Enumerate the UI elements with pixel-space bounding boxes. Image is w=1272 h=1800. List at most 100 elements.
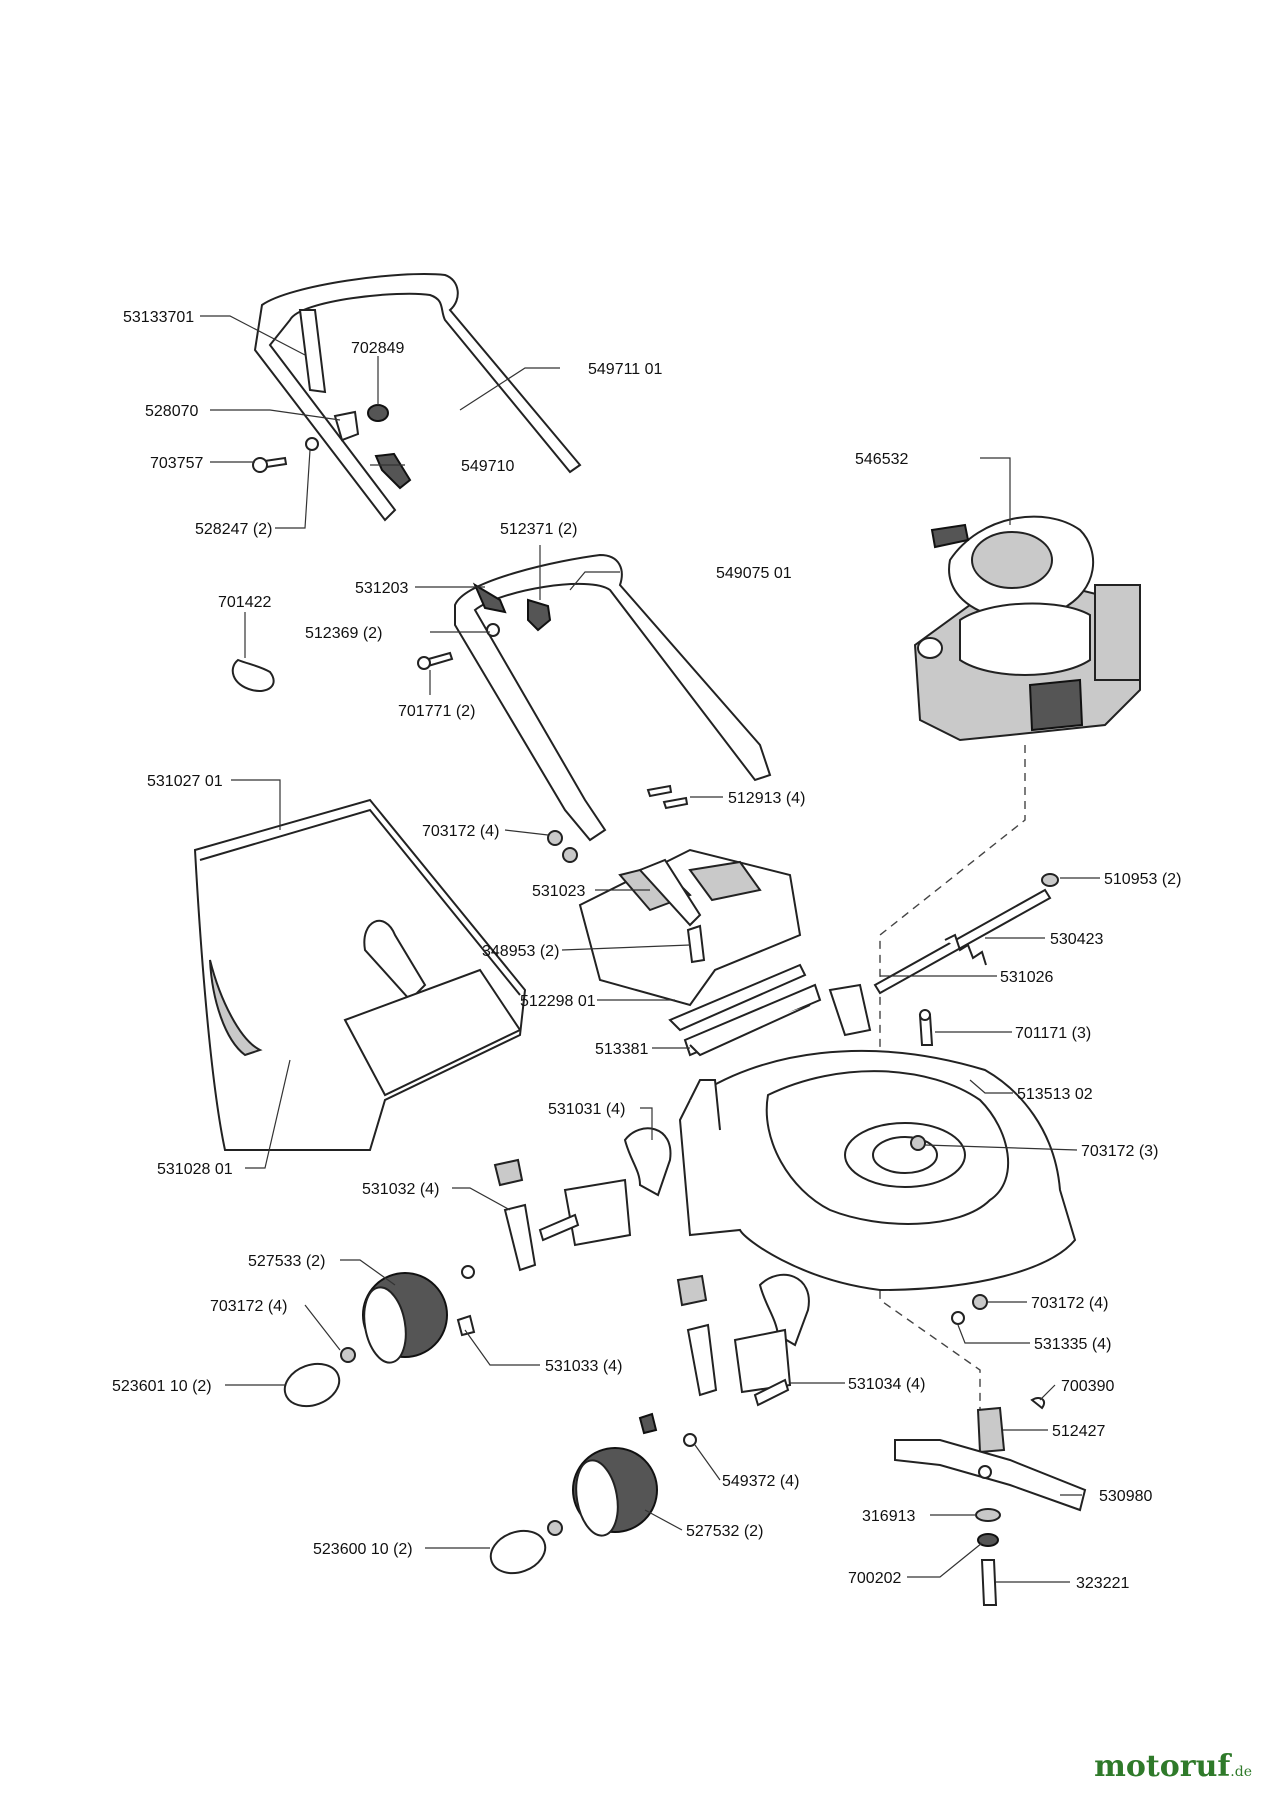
callout-axle-531034: 531034 (4)	[848, 1376, 925, 1393]
nut-703172-d-part	[972, 1294, 988, 1310]
callout-bolt-531033: 531033 (4)	[545, 1358, 622, 1375]
callout-rod-512298: 512298 01	[520, 993, 596, 1010]
callout-wheel-527533: 527533 (2)	[248, 1253, 325, 1270]
bolt-512913-part	[646, 784, 689, 810]
nut-703172-c-part	[340, 1347, 356, 1363]
callout-washer-528247: 528247 (2)	[195, 521, 272, 538]
callout-handle-upper: 53133701	[123, 309, 194, 326]
callout-bushing: 510953 (2)	[1104, 871, 1181, 888]
callout-hubcap-523601: 523601 10 (2)	[112, 1378, 212, 1395]
bar-513381-part	[683, 983, 822, 1057]
adapter-512427-part	[976, 1406, 1006, 1454]
axle-531026-part	[873, 888, 1052, 995]
hubcap-523600-part	[489, 1529, 547, 1575]
callout-axle-531026: 531026	[1000, 969, 1053, 986]
cable-clip-part	[374, 452, 412, 490]
callout-bracket: 528070	[145, 403, 198, 420]
callout-wire-clip-512371: 512371 (2)	[500, 521, 577, 538]
lever-531031-part	[623, 1127, 672, 1197]
washer-700202-part	[977, 1533, 999, 1547]
callout-adapter-512427: 512427	[1052, 1423, 1105, 1440]
callout-handle-side: 549711 01	[588, 361, 663, 378]
wheel-527532-part	[572, 1447, 658, 1537]
wire-clip-512371-part	[527, 598, 552, 632]
leader-lines	[200, 315, 1100, 1583]
washer-front-part	[461, 1265, 475, 1279]
callout-washer-512369: 512369 (2)	[305, 625, 382, 642]
callout-handle-knob: 702849	[351, 340, 404, 357]
callout-lever-531031: 531031 (4)	[548, 1101, 625, 1118]
callout-bolt-531203: 531203	[355, 580, 408, 597]
callout-bolt-701171: 701171 (3)	[1015, 1025, 1091, 1042]
brand-name: motoruf	[1094, 1749, 1231, 1784]
deck-part	[678, 983, 1077, 1292]
callout-nut-703172-c: 703172 (4)	[210, 1298, 287, 1315]
callout-labels: 53133701 702849 549711 01 528070 703757 …	[112, 309, 1181, 1592]
knob-part	[367, 404, 389, 422]
rear-clip-part	[676, 1274, 718, 1397]
callout-deck: 513513 02	[1017, 1086, 1093, 1103]
bushing-part	[1041, 873, 1059, 887]
brand-tld: .de	[1230, 1764, 1252, 1780]
callout-key-700390: 700390	[1061, 1378, 1114, 1395]
alignment-lines	[879, 745, 1026, 1420]
bracket-part	[333, 410, 360, 442]
washer-528247-part	[305, 437, 319, 451]
callout-screw-348953: 348953 (2)	[482, 943, 559, 960]
screw-348953-part	[686, 924, 706, 964]
grass-bag-part	[193, 798, 527, 1151]
callout-nut-703172-a: 703172 (4)	[422, 823, 499, 840]
callout-bolt-512913: 512913 (4)	[728, 790, 805, 807]
rod-512298-part	[668, 963, 807, 1032]
washer-512369-part	[486, 623, 500, 637]
wheel-527533-part	[362, 1272, 448, 1364]
callout-wheel-527532: 527532 (2)	[686, 1523, 763, 1540]
flap-part	[578, 848, 802, 1007]
blade-530980-part	[894, 1439, 1087, 1512]
hubcap-523601-part	[283, 1362, 341, 1408]
engine-part	[913, 515, 1141, 742]
upper-handle	[253, 273, 582, 522]
callout-washer-700202: 700202	[848, 1570, 901, 1587]
clip-701422-part	[231, 658, 275, 692]
callout-bolt-701771: 701771 (2)	[398, 703, 475, 720]
callout-hubcap-523600: 523600 10 (2)	[313, 1541, 413, 1558]
rear-nut-part	[547, 1520, 563, 1536]
axle-531034-part	[733, 1328, 792, 1407]
clip-531032-part	[493, 1158, 537, 1272]
callout-clip-701422: 701422	[218, 594, 271, 611]
callout-grass-bag-frame: 531028 01	[157, 1161, 233, 1178]
callout-bar-513381: 513381	[595, 1041, 648, 1058]
callout-bolt-703757: 703757	[150, 455, 203, 472]
washer-531335-part	[951, 1311, 965, 1325]
callout-washer-549372: 549372 (4)	[722, 1473, 799, 1490]
rear-bolt-part	[638, 1412, 658, 1435]
nut-703172-a-part	[547, 830, 578, 863]
callout-washer-531335: 531335 (4)	[1034, 1336, 1111, 1353]
axle-plate-part	[538, 1178, 632, 1247]
bolt-701771-part	[417, 651, 454, 670]
nut-703172-b-part	[910, 1135, 926, 1151]
washer-316913-part	[975, 1508, 1001, 1522]
bolt-703757-part	[252, 456, 288, 473]
bolt-323221-part	[980, 1559, 998, 1606]
callout-washer-316913: 316913	[862, 1508, 915, 1525]
callout-spring-530423: 530423	[1050, 931, 1103, 948]
callout-bolt-323221: 323221	[1076, 1575, 1129, 1592]
callout-nut-703172-d: 703172 (4)	[1031, 1295, 1108, 1312]
callout-cable-clip: 549710	[461, 458, 514, 475]
rear-lever-part	[758, 1273, 810, 1347]
callout-engine: 546532	[855, 451, 908, 468]
bolt-531033-part	[456, 1314, 476, 1337]
callout-blade-530980: 530980	[1099, 1488, 1152, 1505]
bolt-701171-part	[918, 1009, 934, 1046]
spring-530423-part	[944, 933, 987, 966]
washer-549372-part	[683, 1433, 697, 1447]
callout-nut-703172-b: 703172 (3)	[1081, 1143, 1158, 1160]
callout-grass-bag-top: 531027 01	[147, 773, 223, 790]
brand-watermark: motoruf.de	[1094, 1749, 1252, 1784]
callout-lower-handle: 549075 01	[716, 565, 792, 582]
bolt-531203-part	[472, 582, 507, 614]
key-700390-part	[1030, 1397, 1046, 1410]
